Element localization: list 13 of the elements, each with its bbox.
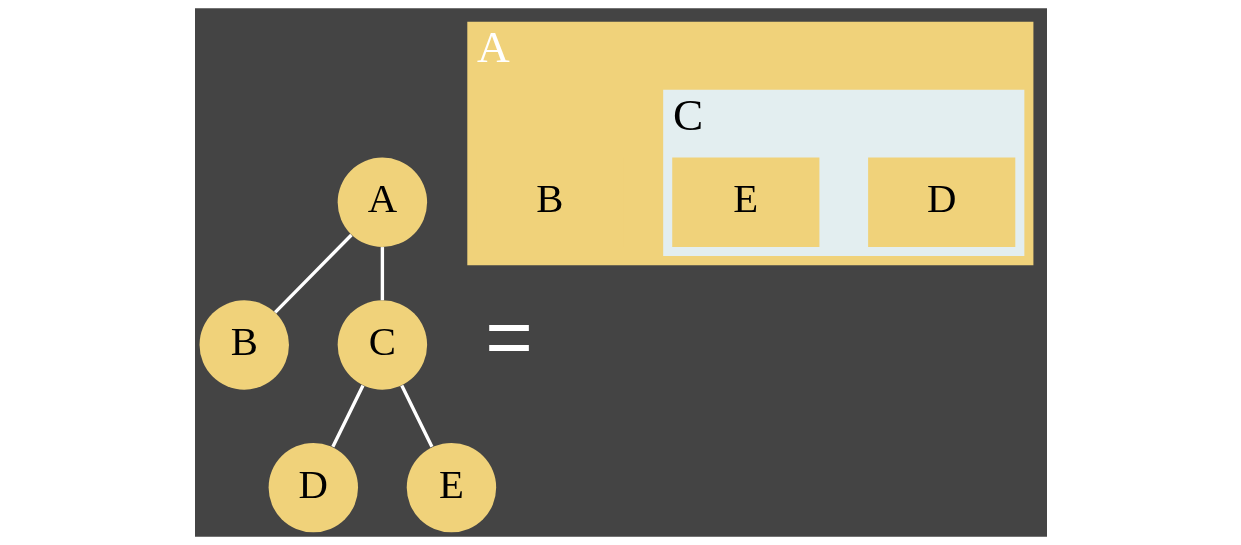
node-box: D — [867, 157, 1015, 247]
node-circle: D — [268, 442, 358, 533]
node-circle: A — [337, 157, 427, 247]
node-circle: C — [337, 300, 427, 390]
node-circle: E — [406, 442, 496, 533]
node-box: E — [671, 157, 819, 247]
label: = — [484, 291, 533, 383]
node-circle: B — [199, 300, 289, 390]
connector — [399, 384, 433, 448]
connector — [273, 233, 353, 314]
connector — [330, 384, 364, 448]
connector — [380, 247, 384, 301]
node-text: B — [535, 176, 564, 222]
